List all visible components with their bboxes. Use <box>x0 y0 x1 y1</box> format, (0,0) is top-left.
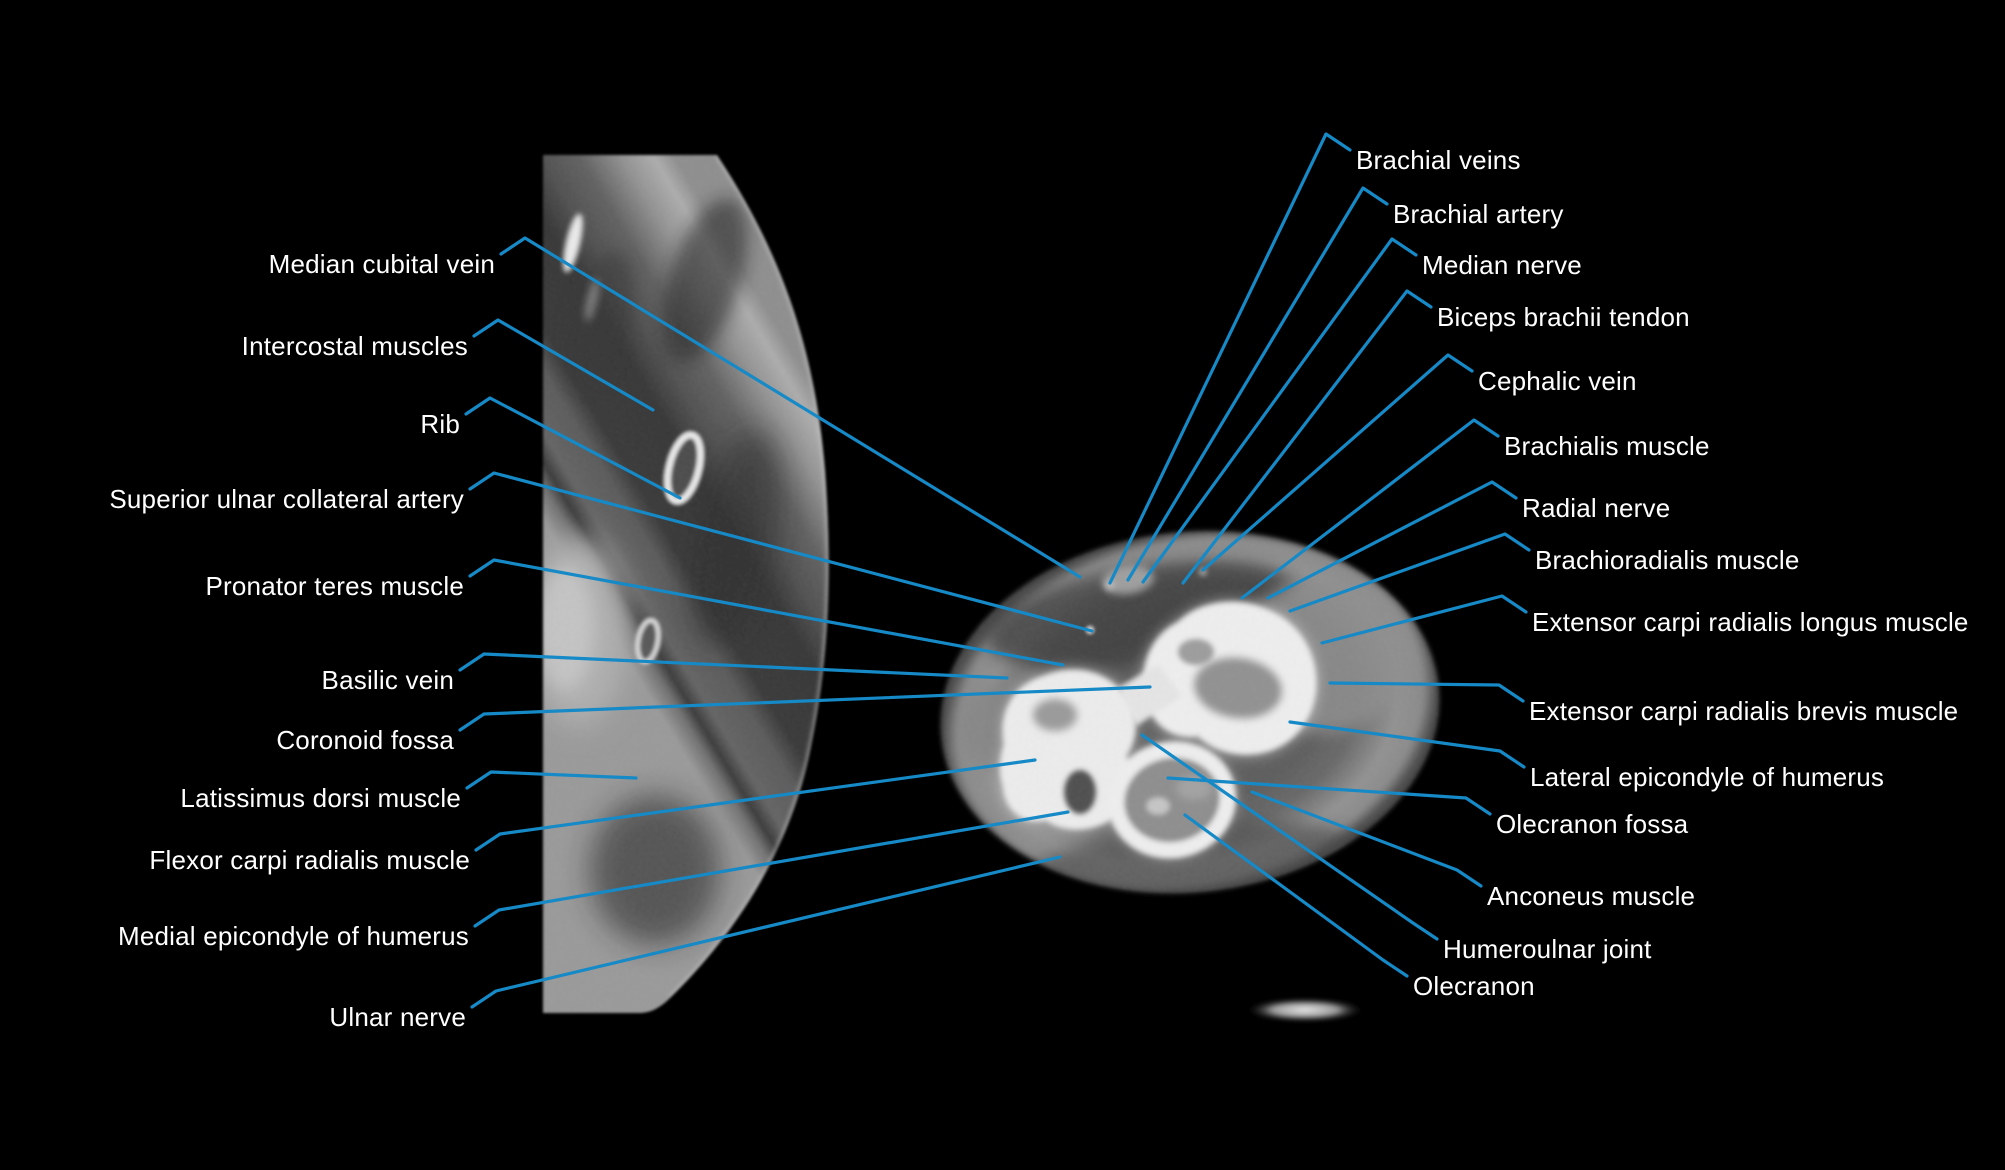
label-ulnar-nerve: Ulnar nerve <box>329 1002 466 1032</box>
leader-line-flexor-carpi-radialis-muscle <box>474 758 1037 852</box>
label-brachialis-muscle: Brachialis muscle <box>1504 431 1710 461</box>
label-median-nerve: Median nerve <box>1422 250 1582 280</box>
leader-line-biceps-brachii-tendon <box>1181 289 1433 585</box>
leader-line-rib <box>464 396 682 500</box>
label-basilic-vein: Basilic vein <box>321 665 454 695</box>
leader-line-coronoid-fossa <box>458 685 1152 732</box>
label-intercostal-muscles: Intercostal muscles <box>241 331 468 361</box>
leader-line-intercostal-muscles <box>472 318 655 412</box>
label-brachioradialis-muscle: Brachioradialis muscle <box>1535 545 1800 575</box>
label-brachial-artery: Brachial artery <box>1393 199 1564 229</box>
leader-line-extensor-carpi-radialis-brevis-muscle <box>1328 681 1525 703</box>
label-superior-ulnar-collateral-artery: Superior ulnar collateral artery <box>109 484 464 514</box>
leader-line-olecranon-fossa <box>1166 776 1492 816</box>
leader-line-pronator-teres-muscle <box>468 558 1065 667</box>
label-pronator-teres-muscle: Pronator teres muscle <box>205 571 464 601</box>
ct-chest-slice <box>543 155 829 1013</box>
leader-line-radial-nerve <box>1266 480 1518 600</box>
leader-line-lateral-epicondyle-of-humerus <box>1288 720 1526 769</box>
label-lateral-epicondyle-of-humerus: Lateral epicondyle of humerus <box>1530 762 1885 792</box>
leader-line-extensor-carpi-radialis-longus-muscle <box>1320 594 1528 645</box>
label-olecranon-fossa: Olecranon fossa <box>1496 809 1689 839</box>
label-coronoid-fossa: Coronoid fossa <box>276 725 454 755</box>
label-humeroulnar-joint: Humeroulnar joint <box>1443 934 1652 964</box>
label-flexor-carpi-radialis-muscle: Flexor carpi radialis muscle <box>149 845 470 875</box>
leader-line-brachial-veins <box>1108 132 1352 585</box>
leader-line-median-cubital-vein <box>499 236 1082 579</box>
label-brachial-veins: Brachial veins <box>1356 145 1521 175</box>
label-olecranon: Olecranon <box>1413 971 1535 1001</box>
bottom-edge-structure <box>1245 998 1365 1022</box>
leader-line-brachialis-muscle <box>1240 418 1500 600</box>
leader-line-humeroulnar-joint <box>1140 733 1439 941</box>
leader-line-latissimus-dorsi-muscle <box>465 770 638 790</box>
leader-line-superior-ulnar-collateral-artery <box>468 471 1094 633</box>
leader-line-basilic-vein <box>458 652 1009 680</box>
label-extensor-carpi-radialis-brevis-muscle: Extensor carpi radialis brevis muscle <box>1529 696 1959 726</box>
leader-line-cephalic-vein <box>1201 353 1474 572</box>
label-anconeus-muscle: Anconeus muscle <box>1487 881 1696 911</box>
label-median-cubital-vein: Median cubital vein <box>268 249 495 279</box>
label-cephalic-vein: Cephalic vein <box>1478 366 1637 396</box>
label-latissimus-dorsi-muscle: Latissimus dorsi muscle <box>180 783 461 813</box>
leader-line-ulnar-nerve <box>470 855 1062 1009</box>
label-radial-nerve: Radial nerve <box>1522 493 1671 523</box>
leader-line-median-nerve <box>1141 237 1418 584</box>
leader-line-brachioradialis-muscle <box>1288 532 1531 613</box>
leader-line-brachial-artery <box>1126 186 1389 582</box>
leader-line-olecranon <box>1183 813 1409 978</box>
label-medial-epicondyle-of-humerus: Medial epicondyle of humerus <box>117 921 469 951</box>
ct-elbow-slice <box>935 525 1445 909</box>
label-extensor-carpi-radialis-longus-muscle: Extensor carpi radialis longus muscle <box>1532 607 1969 637</box>
leader-lines <box>458 132 1531 1009</box>
leader-line-medial-epicondyle-of-humerus <box>473 810 1070 928</box>
label-biceps-brachii-tendon: Biceps brachii tendon <box>1437 302 1690 332</box>
leader-line-anconeus-muscle <box>1250 790 1483 888</box>
label-rib: Rib <box>420 409 460 439</box>
